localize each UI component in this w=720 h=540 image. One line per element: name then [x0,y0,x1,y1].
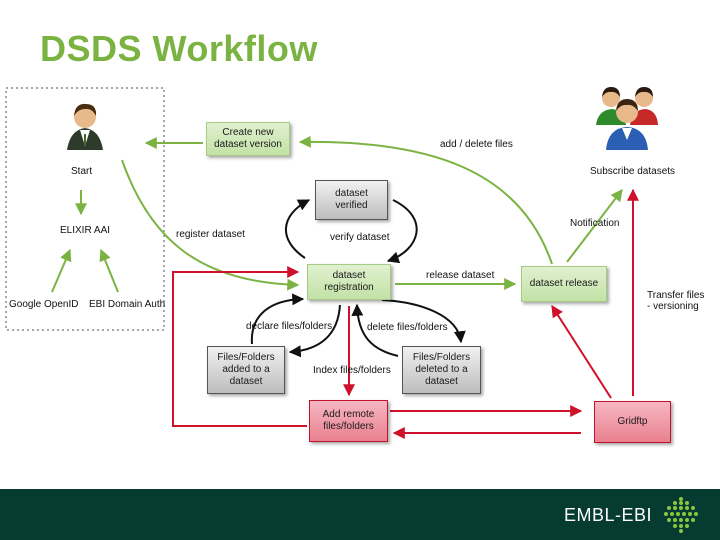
dataset-verified-box[interactable]: dataset verified [315,180,388,220]
files-deleted-box[interactable]: Files/Folders deleted to a dataset [402,346,481,394]
arrow-remote-to-registration [172,266,307,427]
add-delete-files-label: add / delete files [440,139,513,150]
page-title: DSDS Workflow [40,28,318,69]
user-group-icon [596,87,658,150]
footer-brand: EMBL-EBI [563,505,652,525]
arrow-google-to-elixir [51,248,72,293]
arrow-delete-files [381,299,466,344]
embl-ebi-dot-logo [664,497,698,533]
gridftp-box[interactable]: Gridftp [594,401,671,443]
arrow-verify-dataset [386,199,418,264]
arrow-to-verified [285,199,311,259]
versioning-label: - versioning [647,301,699,312]
footer-bar: EMBL-EBI [0,489,720,540]
arrow-add-delete-files [298,135,553,265]
notification-label: Notification [570,218,620,229]
start-label: Start [71,166,93,177]
arrow-gridftp-to-release [551,304,612,399]
ebi-domain-auth-label: EBI Domain Auth [89,299,166,310]
arrow-declare-files [288,304,341,358]
register-dataset-label: register dataset [176,229,245,240]
verify-dataset-label: verify dataset [330,232,390,243]
add-remote-files-box[interactable]: Add remote files/folders [309,400,388,442]
elixir-aai-label: ELIXIR AAI [60,225,111,236]
transfer-files-label: Transfer files [647,290,705,301]
dataset-registration-box[interactable]: dataset registration [307,264,391,300]
arrow-register-dataset [121,159,300,291]
arrow-from-files-deleted [351,303,399,357]
google-openid-label: Google OpenID [9,299,79,310]
single-user-icon [67,103,103,150]
delete-files-label: delete files/folders [367,322,448,333]
create-new-version-box[interactable]: Create new dataset version [206,122,290,156]
index-files-label: Index files/folders [313,365,391,376]
declare-files-label: declare files/folders [246,321,333,332]
arrow-ebi-to-elixir [99,248,119,293]
dataset-release-box[interactable]: dataset release [521,266,607,302]
arrow-notification [566,189,623,263]
subscribe-datasets-label: Subscribe datasets [590,166,676,177]
release-dataset-label: release dataset [426,270,495,281]
files-added-box[interactable]: Files/Folders added to a dataset [207,346,285,394]
arrow-from-files-added [250,293,305,345]
